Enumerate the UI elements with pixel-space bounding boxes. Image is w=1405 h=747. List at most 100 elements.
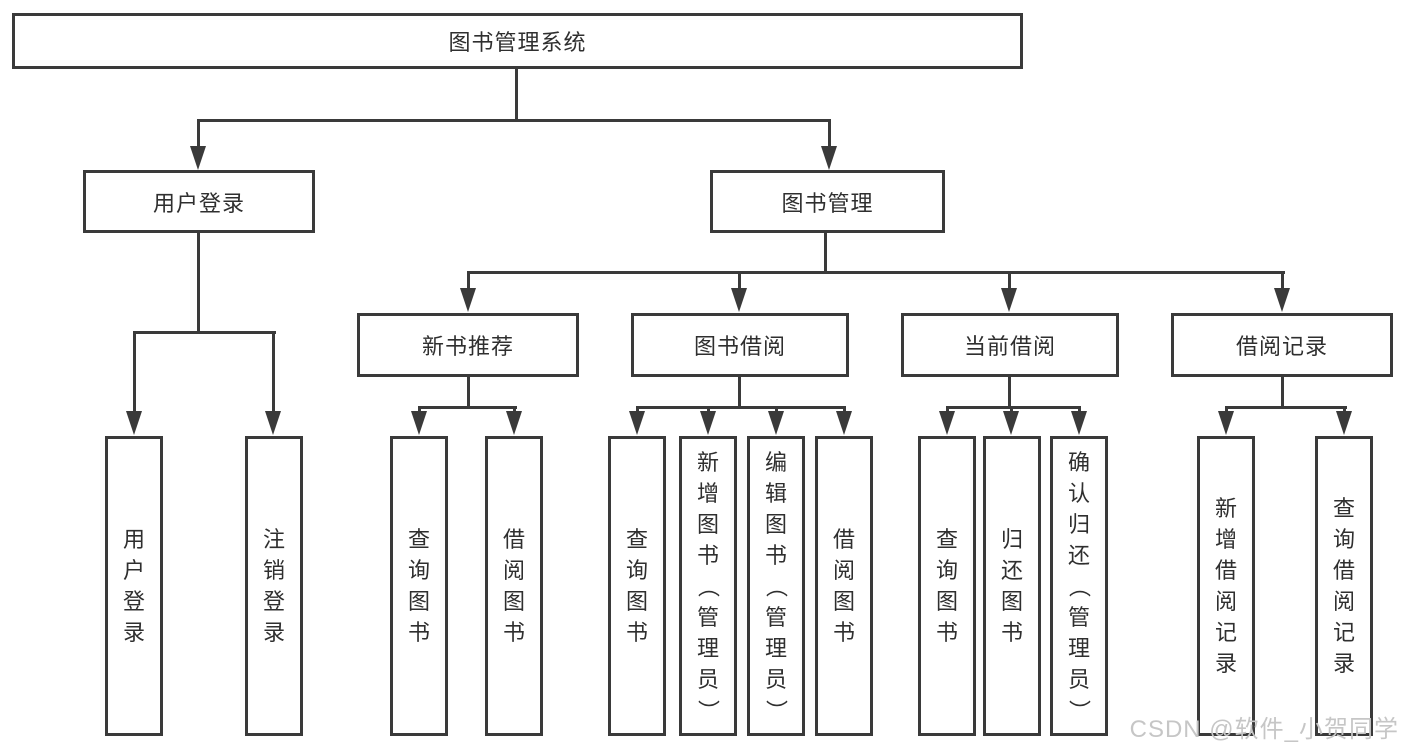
leaf-label-char: 阅 xyxy=(1214,589,1237,614)
arrow-down-icon xyxy=(821,146,837,170)
leaf-current-confirm-return: 确认归还（管理员） xyxy=(1050,436,1108,736)
leaf-label-char: 书 xyxy=(1000,620,1023,645)
leaf-label-char: 图 xyxy=(764,511,787,537)
arrow-down-icon xyxy=(1274,288,1290,312)
leaf-label-char: 阅 xyxy=(502,558,525,583)
leaf-label-char: 归 xyxy=(1067,511,1090,537)
leaf-label-char: 管 xyxy=(764,604,787,630)
leaf-label-char: 询 xyxy=(935,558,958,583)
leaf-label-char: 确 xyxy=(1067,449,1090,475)
connector-line xyxy=(828,119,831,151)
leaf-user-login: 用户登录 xyxy=(105,436,163,736)
leaf-borrowing-borrow-books: 借阅图书 xyxy=(815,436,873,736)
connector-line xyxy=(133,331,136,413)
leaf-label-char: 查 xyxy=(935,527,958,552)
leaf-label-char: 阅 xyxy=(1332,589,1355,614)
leaf-label-char: 录 xyxy=(262,620,285,645)
arrow-down-icon xyxy=(1071,411,1087,435)
leaf-label-char: 阅 xyxy=(832,558,855,583)
leaf-label-char: 图 xyxy=(832,589,855,614)
leaf-label-char: 询 xyxy=(625,558,648,583)
connector-line xyxy=(1343,406,1346,414)
node-borrowing-records: 借阅记录 xyxy=(1171,313,1393,377)
leaf-current-return-books: 归还图书 xyxy=(983,436,1041,736)
leaf-label-char: 还 xyxy=(1000,558,1023,583)
connector-line xyxy=(946,406,1081,409)
leaf-label-char: （ xyxy=(1066,574,1092,598)
leaf-label-char: 书 xyxy=(625,620,648,645)
node-root-label: 图书管理系统 xyxy=(448,30,587,55)
leaf-borrowing-add-books: 新增图书（管理员） xyxy=(679,436,737,736)
leaf-recommend-borrow-books: 借阅图书 xyxy=(485,436,543,736)
node-new-book-recommend-label: 新书推荐 xyxy=(421,334,514,359)
leaf-label-char: 图 xyxy=(502,589,525,614)
leaf-label-char: 图 xyxy=(1000,589,1023,614)
connector-line xyxy=(515,69,518,121)
connector-line xyxy=(1225,406,1347,409)
leaf-label-char: 借 xyxy=(1332,558,1355,583)
leaf-records-query-record: 查询借阅记录 xyxy=(1315,436,1373,736)
connector-line xyxy=(738,271,741,291)
node-book-management: 图书管理 xyxy=(710,170,945,233)
leaf-label-char: ） xyxy=(1066,698,1092,722)
connector-line xyxy=(1078,406,1081,414)
connector-line xyxy=(1010,406,1013,414)
arrow-down-icon xyxy=(506,411,522,435)
arrow-down-icon xyxy=(1001,288,1017,312)
leaf-logout: 注销登录 xyxy=(245,436,303,736)
leaf-label-char: 录 xyxy=(122,620,145,645)
leaf-label-char: 管 xyxy=(1067,604,1090,630)
arrow-down-icon xyxy=(731,288,747,312)
leaf-label-char: 书 xyxy=(832,620,855,645)
connector-line xyxy=(467,377,470,409)
arrow-down-icon xyxy=(939,411,955,435)
connector-line xyxy=(775,406,778,414)
node-user-login-label: 用户登录 xyxy=(152,190,245,216)
leaf-label-char: 理 xyxy=(764,635,787,661)
leaf-current-query-books: 查询图书 xyxy=(918,436,976,736)
leaf-label-char: 员 xyxy=(764,666,787,692)
connector-line xyxy=(636,406,846,409)
node-book-borrowing: 图书借阅 xyxy=(631,313,849,377)
leaf-label-char: 查 xyxy=(407,527,430,552)
leaf-label-char: 图 xyxy=(696,511,719,537)
leaf-label-char: 询 xyxy=(407,558,430,583)
leaf-label-char: 新 xyxy=(696,449,719,475)
connector-line xyxy=(272,331,275,413)
node-current-borrowing-label: 当前借阅 xyxy=(963,334,1056,359)
connector-line xyxy=(1281,377,1284,409)
connector-line xyxy=(513,406,516,414)
arrow-down-icon xyxy=(629,411,645,435)
leaf-label-char: 辑 xyxy=(764,480,787,506)
arrow-down-icon xyxy=(460,288,476,312)
leaf-label-char: 员 xyxy=(1067,666,1090,692)
node-borrowing-records-label: 借阅记录 xyxy=(1235,334,1328,359)
leaf-label-char: 增 xyxy=(1214,527,1237,552)
leaf-label-char: 新 xyxy=(1214,496,1237,521)
leaf-label-char: 书 xyxy=(764,542,787,568)
leaf-label-char: 编 xyxy=(764,449,787,475)
leaf-label-char: 归 xyxy=(1000,527,1023,552)
leaf-label-char: 记 xyxy=(1214,620,1237,645)
node-user-login: 用户登录 xyxy=(83,170,315,233)
leaf-label-char: 查 xyxy=(625,527,648,552)
connector-line xyxy=(946,406,949,414)
node-root: 图书管理系统 xyxy=(12,13,1023,69)
node-current-borrowing: 当前借阅 xyxy=(901,313,1119,377)
connector-line xyxy=(1008,271,1011,291)
leaf-label-char: 图 xyxy=(625,589,648,614)
leaf-borrowing-edit-books: 编辑图书（管理员） xyxy=(747,436,805,736)
watermark: CSDN @软件_小贺同学 xyxy=(1129,716,1399,743)
leaf-label-char: 书 xyxy=(407,620,430,645)
arrow-down-icon xyxy=(190,146,206,170)
leaf-label-char: 录 xyxy=(1332,651,1355,676)
node-new-book-recommend: 新书推荐 xyxy=(357,313,579,377)
connector-line xyxy=(133,331,276,334)
arrow-down-icon xyxy=(1003,411,1019,435)
leaf-label-char: 书 xyxy=(502,620,525,645)
leaf-label-char: 销 xyxy=(262,558,285,583)
leaf-recommend-query-books: 查询图书 xyxy=(390,436,448,736)
connector-line xyxy=(197,119,200,151)
leaf-label-char: 借 xyxy=(502,527,525,552)
leaf-label-char: ） xyxy=(695,698,721,722)
